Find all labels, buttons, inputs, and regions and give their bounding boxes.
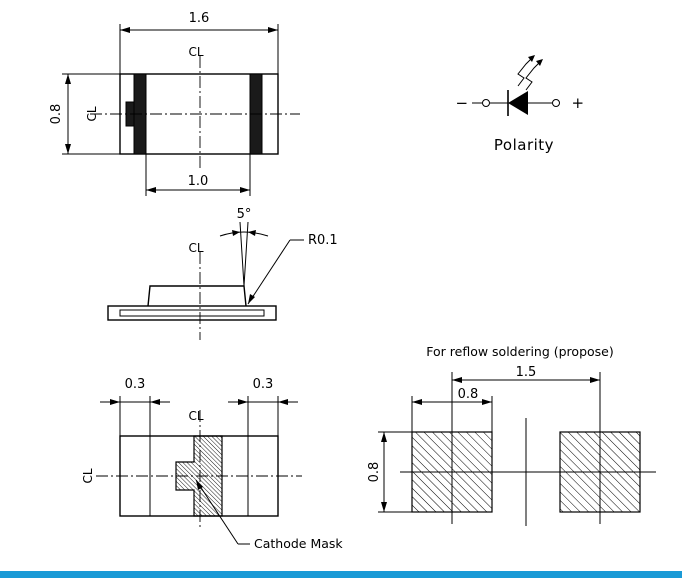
radius-dimension: R0.1 [308, 233, 338, 248]
terminal-dimension: 1.0 [188, 174, 209, 189]
pad-height-dimension: 0.8 [367, 462, 382, 483]
top-view: 1.6 0.8 1.0 CL CL [49, 11, 300, 196]
pitch-dimension: 1.5 [516, 365, 537, 380]
soldering-pads: For reflow soldering (propose) 1.5 0.8 0… [367, 344, 656, 526]
lens-dome [147, 285, 247, 307]
angle-dimension: 5° [237, 207, 252, 222]
diode-triangle-icon [508, 91, 528, 115]
minus-sign: − [455, 94, 468, 112]
cathode-mask-label: Cathode Mask [254, 536, 343, 551]
bottom-view: CL CL 0.3 0.3 Cathode Mask [81, 377, 343, 551]
height-dimension: 0.8 [49, 104, 64, 125]
right-pad-dimension: 0.3 [253, 377, 274, 392]
light-arrow-icon-1 [517, 57, 533, 87]
cathode-terminal-icon [552, 99, 560, 107]
bottom-centerline-mark-horizontal: CL [81, 468, 95, 483]
anode-terminal-icon [482, 99, 490, 107]
side-centerline-mark: CL [188, 241, 203, 255]
bottom-accent-bar [0, 571, 682, 578]
left-pad-dimension: 0.3 [125, 377, 146, 392]
substrate [107, 305, 277, 321]
plus-sign: + [571, 94, 584, 112]
side-view: CL 5° R0.1 [107, 207, 338, 340]
centerline-mark-horizontal: CL [85, 106, 99, 121]
soldering-title: For reflow soldering (propose) [426, 344, 613, 359]
centerline-mark: CL [188, 45, 203, 59]
polarity-symbol: − + Polarity [455, 55, 584, 154]
width-dimension: 1.6 [189, 11, 210, 26]
pad-width-dimension: 0.8 [458, 387, 479, 402]
bottom-centerline-mark: CL [188, 409, 203, 423]
polarity-label: Polarity [494, 136, 554, 154]
light-arrow-icon-2 [525, 61, 541, 91]
